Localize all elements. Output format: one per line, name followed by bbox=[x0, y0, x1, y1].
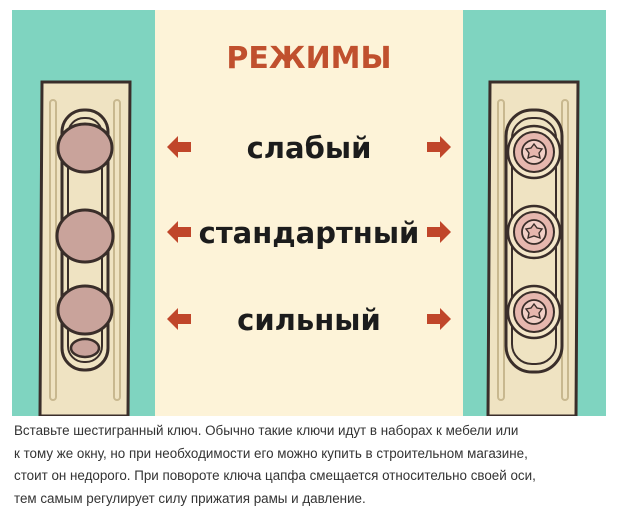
roller-icon bbox=[55, 122, 115, 359]
center-panel-background bbox=[155, 10, 463, 416]
modes-title: РЕЖИМЫ bbox=[226, 41, 391, 76]
right-lock-strip bbox=[486, 80, 580, 416]
left-lock-strip bbox=[38, 80, 132, 416]
hex-cam-icon bbox=[506, 124, 562, 340]
mode-row-strong: сильный bbox=[167, 303, 451, 337]
modes-illustration: РЕЖИМЫ слабый стандартный сильный bbox=[12, 10, 606, 416]
mode-row-standard: стандартный bbox=[167, 216, 451, 250]
caption-line: Вставьте шестигранный ключ. Обычно такие… bbox=[14, 423, 519, 438]
caption-text: Вставьте шестигранный ключ. Обычно такие… bbox=[14, 420, 610, 510]
caption-line: стоит он недорого. При повороте ключа ца… bbox=[14, 468, 536, 483]
mode-row-weak: слабый bbox=[167, 131, 451, 165]
caption-line: к тому же окну, но при необходимости его… bbox=[14, 445, 528, 461]
mode-label: сильный bbox=[237, 303, 381, 337]
caption-line: тем самым регулирует силу прижатия рамы … bbox=[14, 490, 366, 506]
mode-label: стандартный bbox=[199, 216, 420, 250]
mode-label: слабый bbox=[247, 131, 372, 165]
